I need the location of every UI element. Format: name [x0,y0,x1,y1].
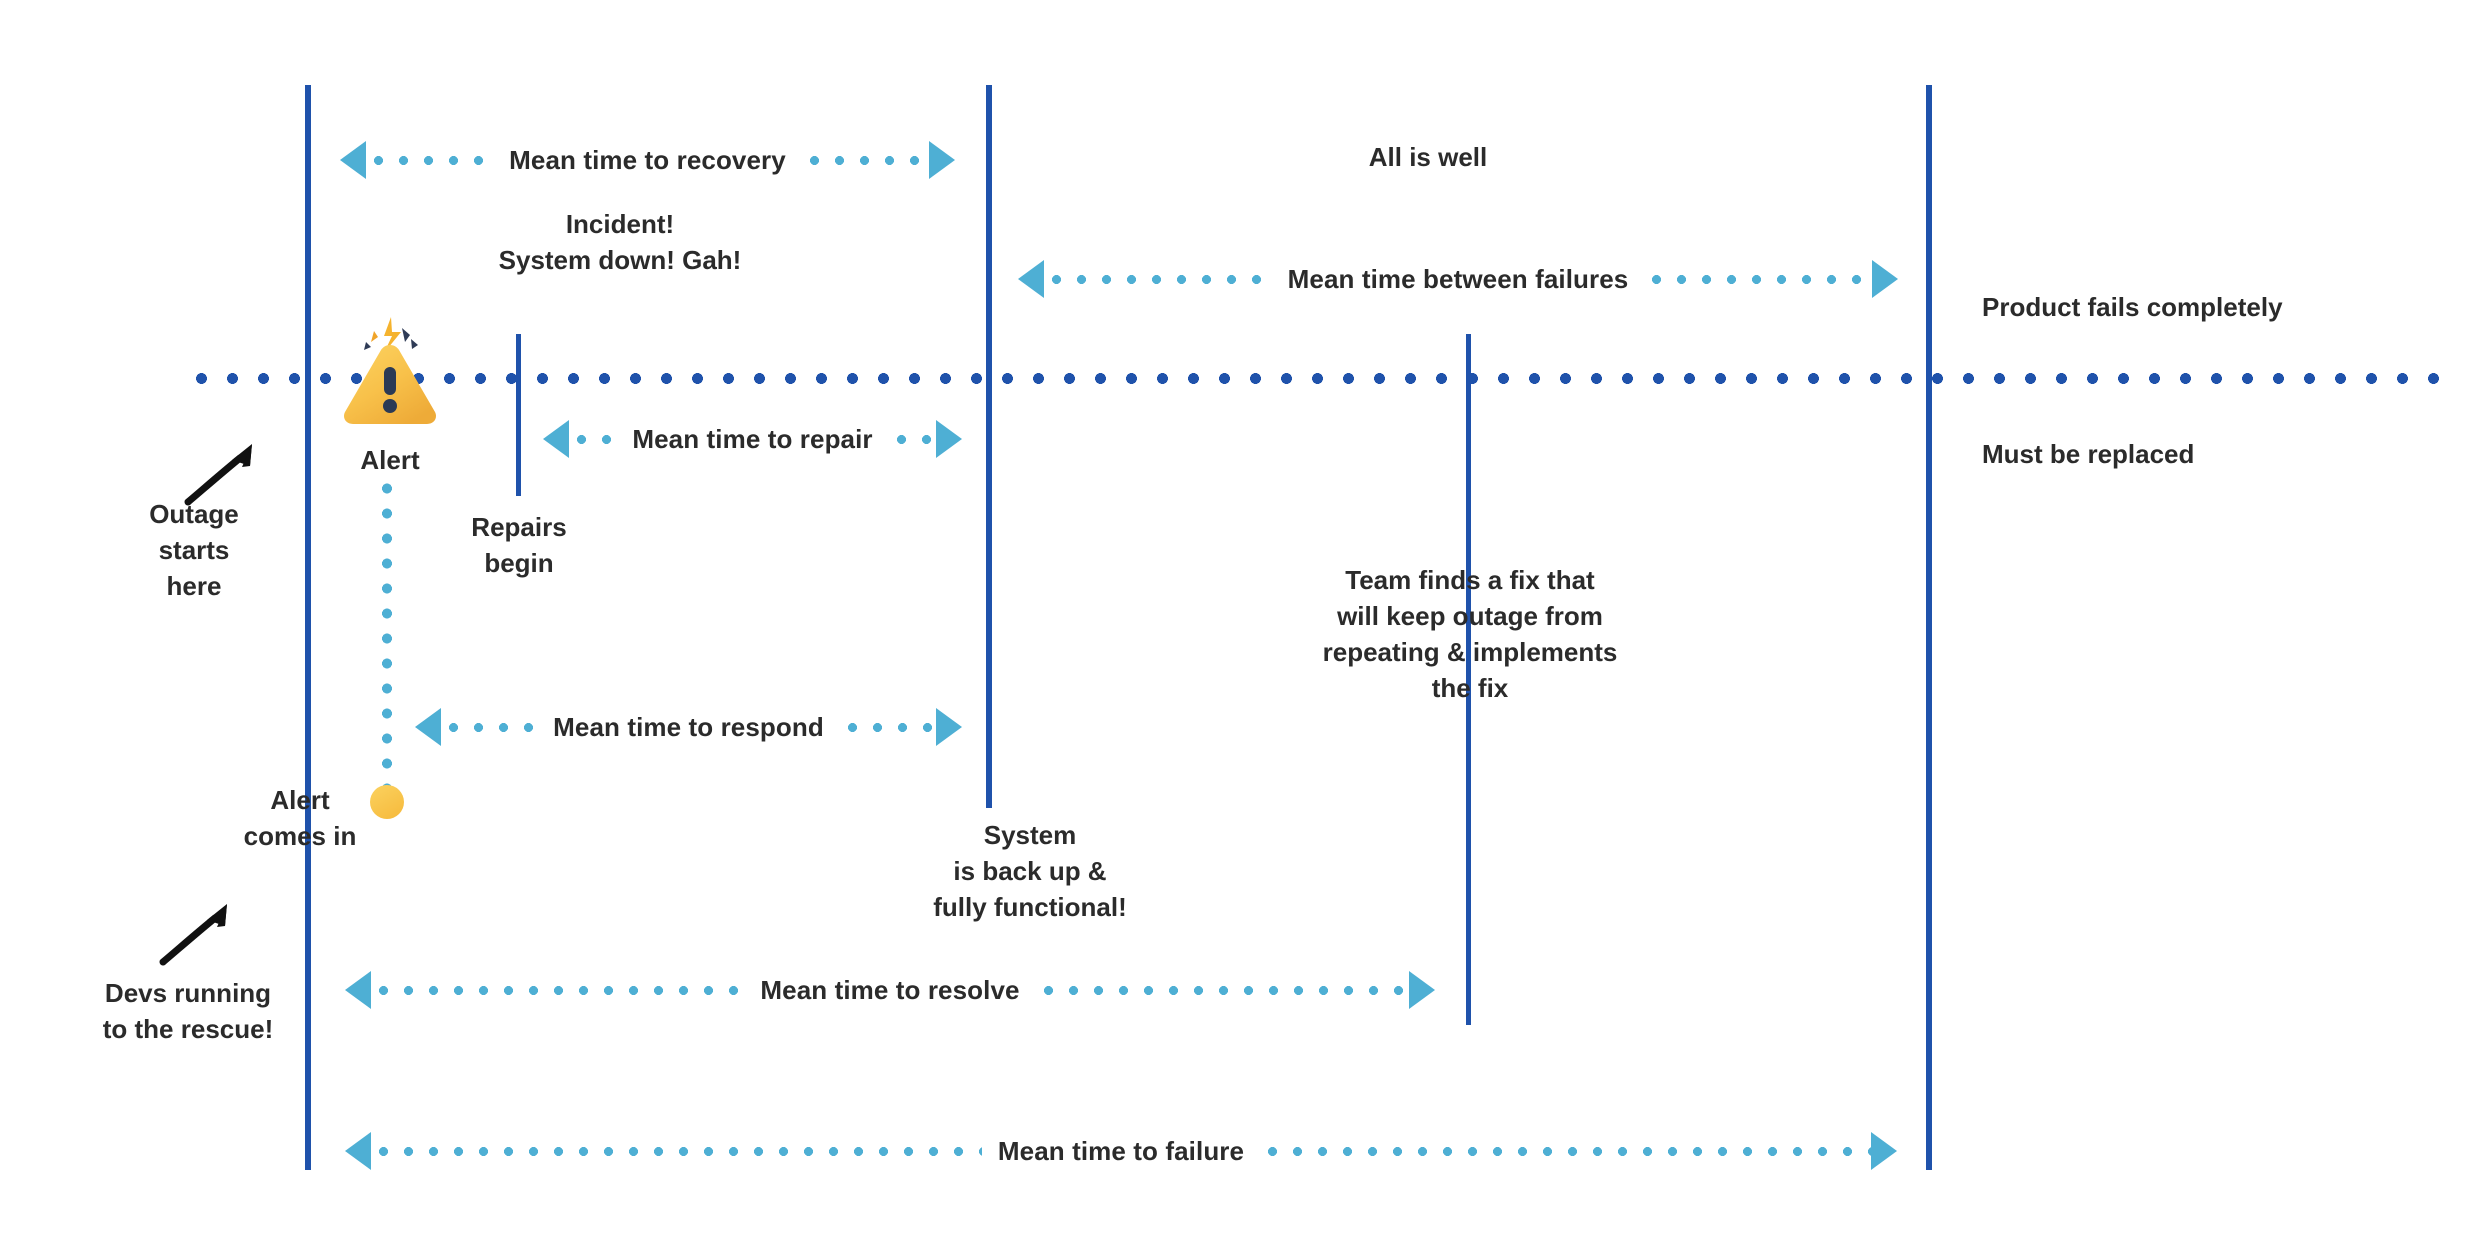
curved-arrow-icon-devs [155,880,265,975]
annotation-alert-comes-in: Alert comes in [243,785,357,851]
annotation-team-finds-fix: Team finds a fix that will keep outage f… [1322,565,1618,703]
measure-mean-time-between-failures: Mean time between failures [1018,259,1899,299]
annotation-incident: Incident! System down! Gah! [498,209,742,275]
annotation-must-be-replaced: Must be replaced [1982,439,2195,469]
curved-arrow-icon-outage [180,420,290,515]
event-line-outage-start [305,85,311,1170]
event-line-fix-implemented [1466,334,1471,1025]
annotation-product-fails-completely: Product fails completely [1982,292,2283,322]
alert-triangle-icon [340,315,440,425]
measure-label: Mean time to respond [553,711,824,742]
arrow-head-left-icon [345,971,371,1009]
arrow-head-left-icon [543,420,569,458]
dotted-line [371,1146,982,1156]
dotted-line [1260,1146,1871,1156]
dotted-line [1644,274,1873,284]
arrow-head-right-icon [1409,971,1436,1009]
annotation-system-back-up: System is back up & fully functional! [933,820,1127,922]
measure-label: Mean time to repair [632,423,873,454]
arrow-head-left-icon [345,1132,371,1170]
arrow-head-left-icon [340,141,366,179]
measure-mean-time-to-resolve: Mean time to resolve [345,970,1436,1010]
dotted-line [366,155,494,165]
annotation-repairs-begin: Repairs begin [471,512,567,578]
dotted-line [1044,274,1272,284]
event-line-system-back-up [986,85,992,808]
arrow-head-right-icon [1871,1132,1897,1170]
annotation-outage-starts-here: Outage starts here [149,499,239,601]
alert-connector-dots [382,476,392,786]
dotted-line [1035,985,1410,995]
arrow-head-right-icon [936,420,963,458]
arrow-head-right-icon [1872,260,1899,298]
dotted-line [801,155,929,165]
dotted-line [371,985,745,995]
measure-mean-time-to-recovery: Mean time to recovery [340,140,955,180]
event-line-repairs-begin [516,334,521,496]
annotation-alert: Alert [360,445,420,475]
measure-label: Mean time to resolve [760,974,1020,1005]
annotation-all-is-well: All is well [1368,142,1488,172]
measure-label: Mean time between failures [1287,263,1629,294]
measure-label: Mean time to recovery [509,144,786,175]
measure-label: Mean time to failure [997,1135,1245,1166]
event-line-product-fails [1926,85,1932,1170]
annotation-devs-running: Devs running to the rescue! [102,978,274,1044]
arrow-head-left-icon [1018,260,1044,298]
measure-mean-time-to-failure: Mean time to failure [345,1131,1897,1171]
arrow-head-left-icon [415,708,441,746]
alert-dot-icon [370,785,404,819]
dotted-line [888,434,937,444]
arrow-head-right-icon [936,708,963,746]
dotted-line [441,722,538,732]
measure-mean-time-to-repair: Mean time to repair [543,419,963,459]
dotted-line [839,722,937,732]
dotted-line [569,434,617,444]
main-timeline [186,373,2458,384]
measure-mean-time-to-respond: Mean time to respond [415,707,963,747]
arrow-head-right-icon [929,141,955,179]
